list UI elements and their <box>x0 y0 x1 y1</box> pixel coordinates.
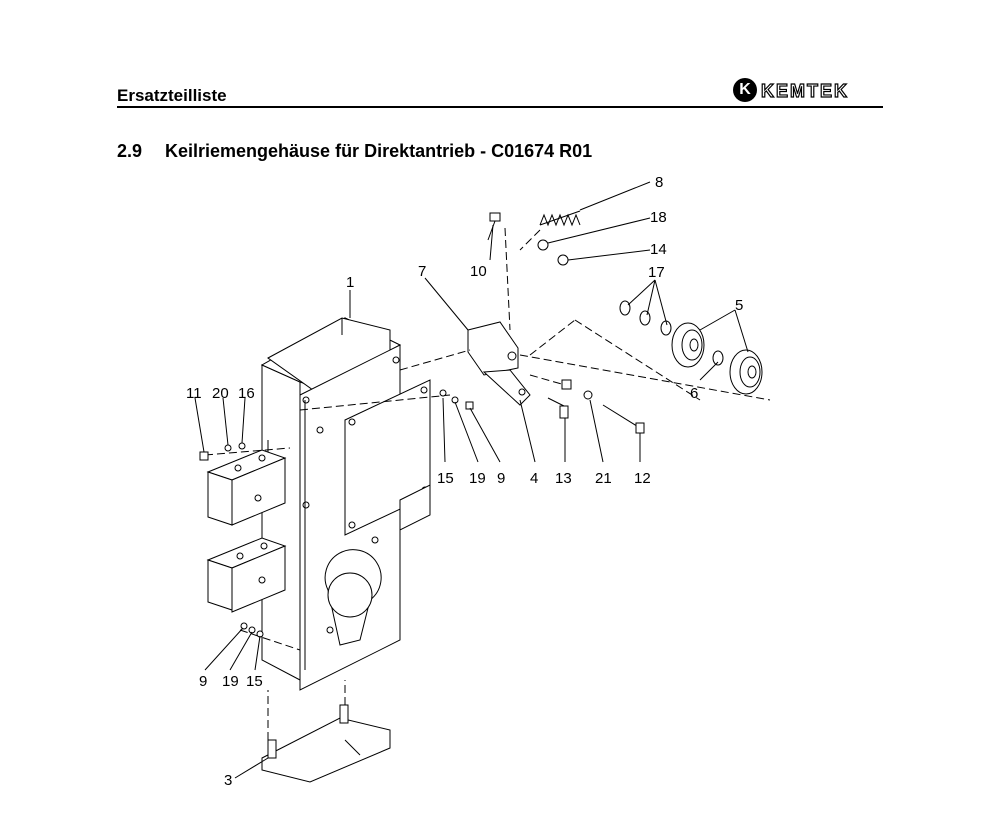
callout-11: 11 <box>186 385 202 402</box>
callout-17: 17 <box>648 264 665 281</box>
washers-17 <box>619 300 672 336</box>
callout-1: 1 <box>346 274 354 291</box>
callout-20: 20 <box>212 385 229 402</box>
callout-labels: 1 3 4 5 6 7 8 9 9 10 11 12 13 14 15 15 1… <box>186 174 743 789</box>
callout-19-left: 19 <box>222 673 239 690</box>
callout-15-left: 15 <box>246 673 263 690</box>
housing-part <box>260 317 402 691</box>
callout-9-right: 9 <box>497 470 505 487</box>
company-logo: K KEMTEK <box>733 78 873 104</box>
section-title: Keilriemengehäuse für Direktantrieb - C0… <box>165 141 593 161</box>
lower-bracket-part <box>206 537 287 613</box>
pulleys-5 <box>671 322 763 395</box>
section-heading: 2.9 Keilriemengehäuse für Direktantrieb -… <box>117 141 592 162</box>
upper-bracket-part <box>206 440 287 526</box>
tensioner-plate-part <box>467 321 531 406</box>
callout-13: 13 <box>555 470 572 487</box>
washer-18 <box>537 239 549 251</box>
callout-8: 8 <box>655 174 663 191</box>
fasteners <box>199 379 645 638</box>
callout-9-left: 9 <box>199 673 207 690</box>
callout-7: 7 <box>418 263 426 280</box>
section-number: 2.9 <box>117 141 143 161</box>
document-title: Ersatzteilliste <box>117 86 227 105</box>
callout-12: 12 <box>634 470 651 487</box>
callout-14: 14 <box>650 241 667 258</box>
assembly-axis-lines <box>204 319 771 651</box>
logo-letter: K <box>733 78 757 102</box>
bottom-plate-part <box>261 680 391 783</box>
callout-5: 5 <box>735 297 743 314</box>
cover-plate-part <box>344 379 431 536</box>
callout-15-right: 15 <box>437 470 454 487</box>
callout-18: 18 <box>650 209 667 226</box>
callout-10: 10 <box>470 263 487 280</box>
callout-3: 3 <box>224 772 232 789</box>
callout-6: 6 <box>690 385 698 402</box>
page-header: Ersatzteilliste K KEMTEK <box>117 78 883 108</box>
nut-14 <box>557 254 569 266</box>
logo-name: KEMTEK <box>760 80 849 101</box>
callout-4: 4 <box>530 470 538 487</box>
leader-lines <box>194 181 749 779</box>
spring-8 <box>519 210 581 251</box>
bolt-10 <box>487 212 511 331</box>
callout-16: 16 <box>238 385 255 402</box>
callout-19-right: 19 <box>469 470 486 487</box>
callout-21: 21 <box>595 470 612 487</box>
